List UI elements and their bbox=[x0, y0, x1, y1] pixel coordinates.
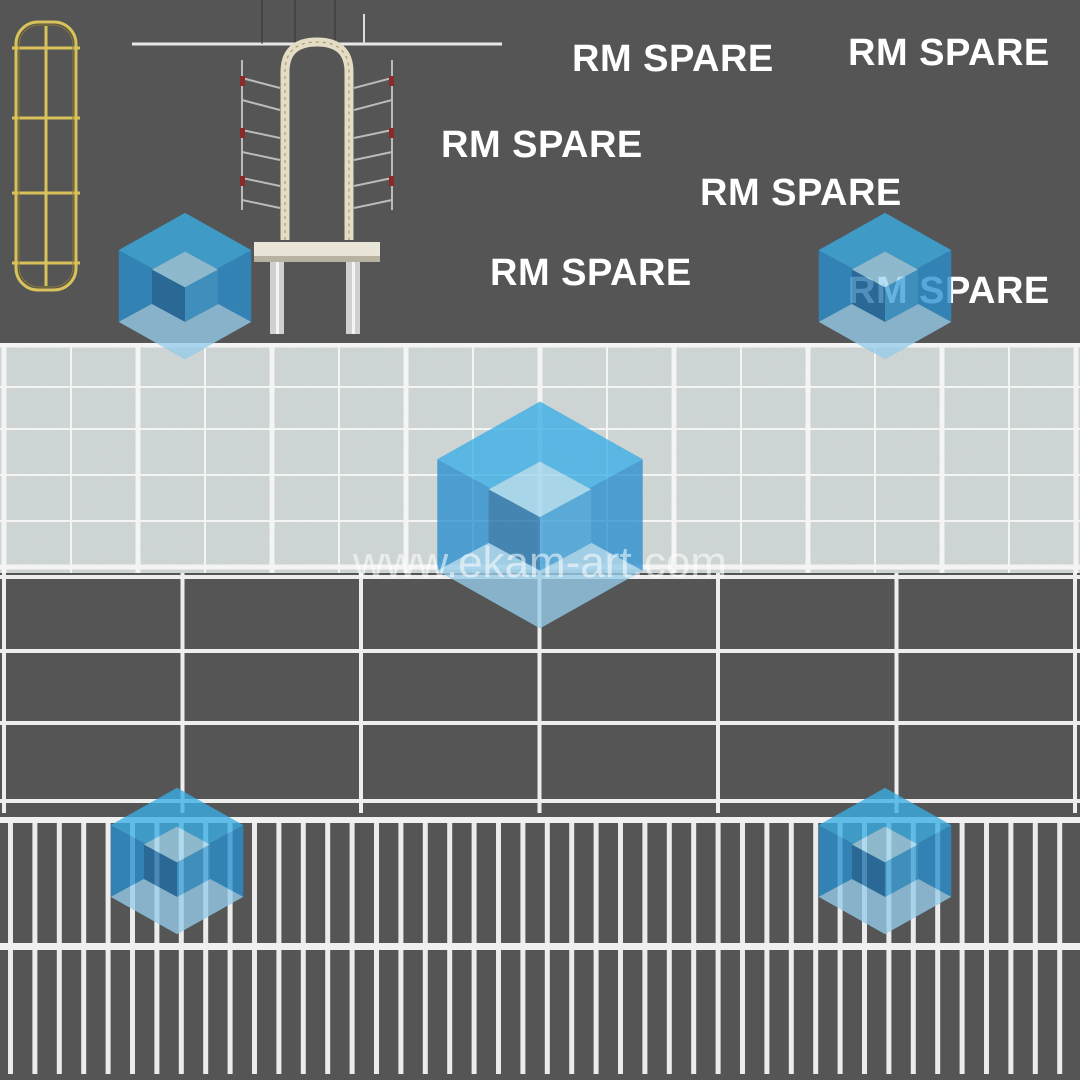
ladder-icon bbox=[12, 20, 80, 292]
spare-label-6: RM SPARE bbox=[848, 270, 1050, 312]
spare-label-3: RM SPARE bbox=[441, 124, 643, 166]
top-parts-area: RM SPARE RM SPARE RM SPARE RM SPARE RM S… bbox=[0, 0, 1080, 343]
frame-panels-texture bbox=[0, 573, 1080, 813]
spare-label-1: RM SPARE bbox=[572, 38, 774, 80]
frame-panels-svg bbox=[0, 573, 1080, 813]
spare-label-5: RM SPARE bbox=[490, 252, 692, 294]
railing-svg bbox=[0, 813, 1080, 1080]
spare-label-4: RM SPARE bbox=[700, 172, 902, 214]
tower-structure-icon bbox=[132, 0, 502, 334]
glass-grid-texture bbox=[0, 343, 1080, 573]
railing-texture bbox=[0, 813, 1080, 1080]
spare-label-2: RM SPARE bbox=[848, 32, 1050, 74]
glass-grid-svg bbox=[0, 343, 1080, 573]
